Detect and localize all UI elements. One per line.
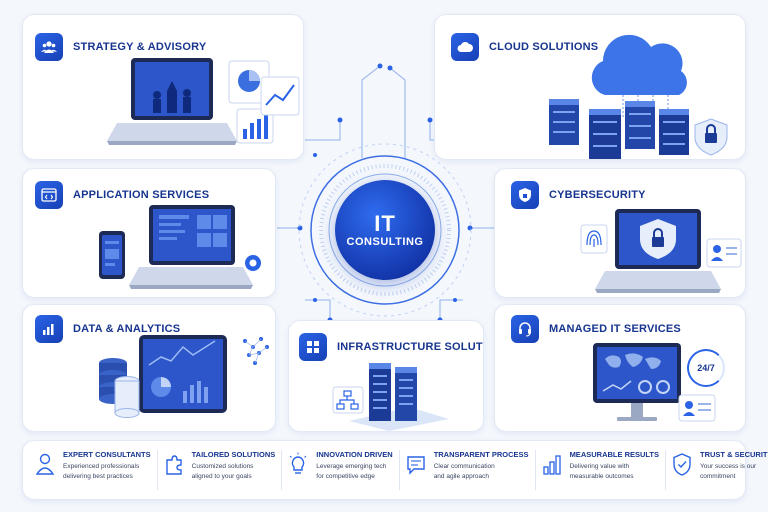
card-title: APPLICATION SERVICES <box>73 189 210 201</box>
feature-desc: aligned to your goals <box>191 473 252 480</box>
card-infrastructure-solutions[interactable]: INFRASTRUCTURE SOLUTIONS <box>288 320 484 432</box>
feature-desc: Your success is our <box>700 463 757 470</box>
feature-tailored-solutions: TAILORED SOLUTIONS Customized solutions … <box>158 450 283 490</box>
puzzle-icon <box>165 455 182 475</box>
chart-icon <box>542 455 561 475</box>
feature-title: TRANSPARENT PROCESS <box>433 450 529 459</box>
feature-desc: for competitive edge <box>316 473 375 480</box>
hub-rings <box>298 143 472 317</box>
card-title: MANAGED IT SERVICES <box>549 323 681 335</box>
feature-title: MEASURABLE RESULTS <box>569 450 660 459</box>
cloud-servers-illustration <box>549 34 728 159</box>
card-title: INFRASTRUCTURE SOLUTIONS <box>337 341 483 353</box>
card-title: CYBERSECURITY <box>549 189 646 201</box>
feature-desc: Leverage emerging tech <box>316 463 387 470</box>
card-application-services[interactable]: APPLICATION SERVICES <box>22 168 276 298</box>
cloud-icon <box>451 33 479 61</box>
feature-desc: Delivering value with <box>569 463 630 470</box>
feature-transparent-process: TRANSPARENT PROCESS Clear communication … <box>400 450 536 490</box>
card-managed-it-services[interactable]: MANAGED IT SERVICES 24/7 <box>494 304 746 432</box>
card-cybersecurity[interactable]: CYBERSECURITY <box>494 168 746 298</box>
lightbulb-icon <box>289 452 307 474</box>
feature-expert-consultants: EXPERT CONSULTANTS Experienced professio… <box>29 450 158 490</box>
headset-icon <box>511 315 539 343</box>
it-consulting-hub: IT CONSULTING <box>295 140 475 320</box>
feature-title: EXPERT CONSULTANTS <box>63 450 151 459</box>
hub-subtitle: CONSULTING <box>346 236 424 248</box>
card-title: DATA & ANALYTICS <box>73 323 181 335</box>
feature-title: INNOVATION DRIVEN <box>316 450 393 459</box>
availability-badge: 24/7 <box>687 349 725 387</box>
card-strategy-advisory[interactable]: STRATEGY & ADVISORY <box>22 14 304 160</box>
card-title: CLOUD SOLUTIONS <box>489 41 599 53</box>
bar-chart-icon <box>35 315 63 343</box>
card-cloud-solutions[interactable]: CLOUD SOLUTIONS <box>434 14 746 160</box>
features-bar: EXPERT CONSULTANTS Experienced professio… <box>22 440 768 500</box>
code-window-icon <box>35 181 63 209</box>
availability-label: 24/7 <box>697 363 715 373</box>
feature-desc: measurable outcomes <box>569 473 634 480</box>
server-racks-illustration <box>332 363 449 431</box>
feature-title: TAILORED SOLUTIONS <box>191 450 276 459</box>
feature-desc: and agile approach <box>433 473 489 480</box>
shield-check-icon <box>673 453 691 476</box>
people-icon <box>35 33 63 61</box>
feature-title: TRUST & SECURITY <box>700 450 768 459</box>
person-icon <box>35 453 55 475</box>
shield-icon <box>511 181 539 209</box>
laptop-chess-illustration <box>107 58 300 145</box>
tablet-database-illustration <box>99 335 269 418</box>
feature-innovation-driven: INNOVATION DRIVEN Leverage emerging tech… <box>282 450 400 490</box>
feature-desc: commitment <box>700 473 736 480</box>
laptop-shield-illustration <box>580 209 742 293</box>
feature-measurable-results: MEASURABLE RESULTS Delivering value with… <box>536 450 667 490</box>
grid-icon <box>299 333 327 361</box>
hub-circle: IT CONSULTING <box>335 180 435 280</box>
feature-desc: delivering best practices <box>63 473 133 480</box>
feature-trust-security: TRUST & SECURITY Your success is our com… <box>666 450 768 490</box>
hub-title: IT <box>374 211 396 236</box>
feature-desc: Experienced professionals <box>63 463 140 470</box>
card-title: STRATEGY & ADVISORY <box>73 41 207 53</box>
chat-icon <box>406 456 425 475</box>
id-card-illustration <box>678 394 716 422</box>
feature-desc: Clear communication <box>433 463 495 470</box>
feature-desc: Customized solutions <box>191 463 254 470</box>
card-data-analytics[interactable]: DATA & ANALYTICS <box>22 304 276 432</box>
monitor-map-illustration <box>593 343 681 421</box>
laptop-phone-illustration <box>99 205 261 289</box>
